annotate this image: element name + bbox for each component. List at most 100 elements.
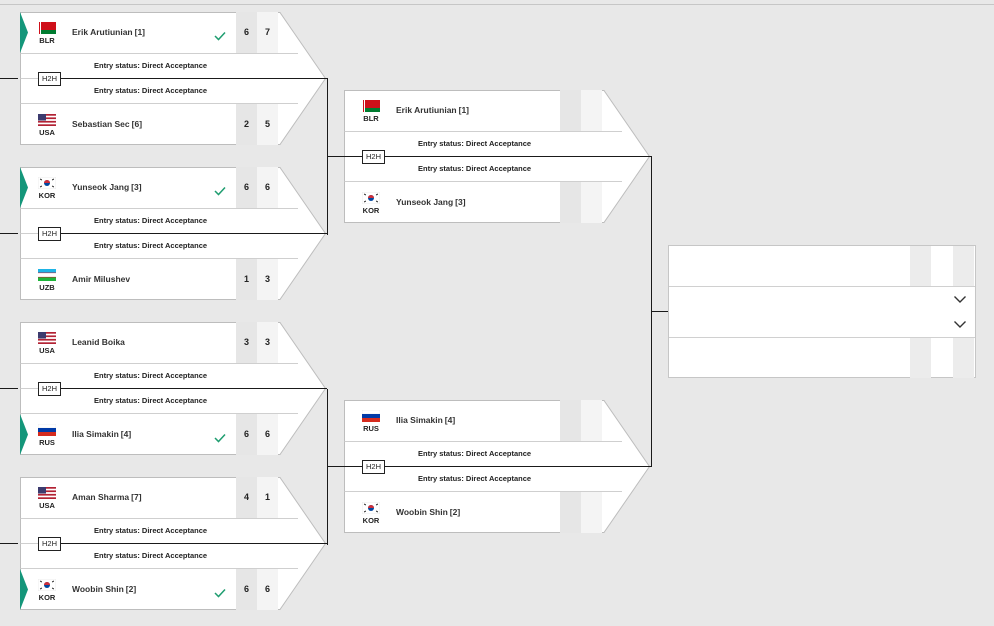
match-out-connector bbox=[61, 543, 327, 544]
player-name-text: Sebastian Sec bbox=[72, 119, 130, 129]
winner-marker bbox=[20, 167, 29, 213]
winner-marker bbox=[20, 569, 29, 615]
entry-status-row[interactable]: Entry status: Direct Acceptance bbox=[20, 519, 304, 543]
player-name[interactable]: Woobin Shin[2] bbox=[396, 507, 460, 517]
final-match-box bbox=[668, 245, 976, 378]
set-score: 1 bbox=[236, 259, 257, 300]
entry-status-row[interactable]: Entry status: Direct Acceptance bbox=[344, 467, 628, 491]
entry-status-text: Entry status: Direct Acceptance bbox=[94, 61, 208, 70]
entry-status-row[interactable]: Entry status: Direct Acceptance bbox=[20, 54, 304, 78]
final-entry-toggle-2[interactable] bbox=[953, 320, 967, 329]
player-name[interactable]: Yunseok Jang[3] bbox=[396, 197, 466, 207]
h2h-connector bbox=[0, 233, 18, 234]
entry-status-text: Entry status: Direct Acceptance bbox=[94, 241, 208, 250]
player-seed: [3] bbox=[131, 182, 142, 192]
chevron-down-icon[interactable] bbox=[264, 242, 278, 251]
player-seed: [1] bbox=[134, 27, 145, 37]
set-score: 6 bbox=[257, 414, 278, 455]
country-code: UZB bbox=[39, 283, 55, 292]
player-name-text: Woobin Shin bbox=[72, 584, 124, 594]
set-score bbox=[560, 400, 581, 441]
chevron-down-icon[interactable] bbox=[264, 62, 278, 71]
player-name[interactable]: Woobin Shin[2] bbox=[72, 584, 136, 594]
country-code: USA bbox=[39, 501, 55, 510]
entry-status-row[interactable]: Entry status: Direct Acceptance bbox=[344, 157, 628, 181]
set-score bbox=[560, 182, 581, 223]
uzb-flag-icon bbox=[38, 269, 56, 281]
h2h-button[interactable]: H2H bbox=[38, 382, 61, 396]
player-name[interactable]: Amir Milushev bbox=[72, 274, 130, 284]
entry-status-row[interactable]: Entry status: Direct Acceptance bbox=[20, 234, 304, 258]
h2h-button[interactable]: H2H bbox=[38, 227, 61, 241]
chevron-down-icon[interactable] bbox=[588, 450, 602, 459]
player-name[interactable]: Ilia Simakin[4] bbox=[72, 429, 131, 439]
chevron-down-icon[interactable] bbox=[264, 372, 278, 381]
chevron-down-icon[interactable] bbox=[264, 217, 278, 226]
player-name[interactable]: Leanid Boika bbox=[72, 337, 125, 347]
player-seed: [1] bbox=[458, 105, 469, 115]
entry-status-row[interactable]: Entry status: Direct Acceptance bbox=[20, 389, 304, 413]
h2h-button[interactable]: H2H bbox=[362, 150, 385, 164]
player-name[interactable]: Sebastian Sec[6] bbox=[72, 119, 142, 129]
match-out-connector bbox=[61, 78, 327, 79]
usa-flag-icon bbox=[38, 332, 56, 344]
chevron-down-icon[interactable] bbox=[264, 397, 278, 406]
set-score: 6 bbox=[236, 414, 257, 455]
kor-flag-icon bbox=[362, 502, 380, 514]
h2h-button[interactable]: H2H bbox=[362, 460, 385, 474]
player-name[interactable]: Aman Sharma[7] bbox=[72, 492, 142, 502]
player-name-text: Amir Milushev bbox=[72, 274, 131, 284]
set-score: 4 bbox=[236, 477, 257, 518]
entry-status-row[interactable]: Entry status: Direct Acceptance bbox=[20, 364, 304, 388]
set-score bbox=[581, 492, 602, 533]
player-name[interactable]: Yunseok Jang[3] bbox=[72, 182, 142, 192]
final-entry-toggle-1[interactable] bbox=[953, 295, 967, 304]
entry-status-row[interactable]: Entry status: Direct Acceptance bbox=[20, 209, 304, 233]
h2h-button[interactable]: H2H bbox=[38, 72, 61, 86]
entry-status-row[interactable]: Entry status: Direct Acceptance bbox=[344, 442, 628, 466]
entry-status-row[interactable]: Entry status: Direct Acceptance bbox=[344, 132, 628, 156]
country-code: USA bbox=[39, 128, 55, 137]
player-name-text: Ilia Simakin bbox=[72, 429, 119, 439]
winner-check-icon bbox=[214, 183, 226, 196]
h2h-connector bbox=[0, 388, 18, 389]
top-divider bbox=[0, 4, 994, 5]
chevron-down-icon[interactable] bbox=[588, 140, 602, 149]
set-score: 3 bbox=[257, 259, 278, 300]
rus-flag-icon bbox=[38, 424, 56, 436]
winner-check-icon bbox=[214, 585, 226, 598]
rus-flag-icon bbox=[362, 410, 380, 422]
chevron-down-icon[interactable] bbox=[264, 552, 278, 561]
chevron-down-icon[interactable] bbox=[588, 475, 602, 484]
chevron-down-icon[interactable] bbox=[588, 165, 602, 174]
player-name[interactable]: Ilia Simakin[4] bbox=[396, 415, 455, 425]
player-name[interactable]: Erik Arutiunian[1] bbox=[396, 105, 469, 115]
player-name[interactable]: Erik Arutiunian[1] bbox=[72, 27, 145, 37]
set-score bbox=[581, 90, 602, 131]
winner-check-icon bbox=[214, 430, 226, 443]
chevron-down-icon[interactable] bbox=[264, 527, 278, 536]
entry-status-row[interactable]: Entry status: Direct Acceptance bbox=[20, 544, 304, 568]
chevron-down-icon[interactable] bbox=[264, 87, 278, 96]
country-code: BLR bbox=[39, 36, 55, 45]
h2h-button[interactable]: H2H bbox=[38, 537, 61, 551]
set-score: 6 bbox=[236, 167, 257, 208]
entry-status-text: Entry status: Direct Acceptance bbox=[418, 139, 532, 148]
country-code: KOR bbox=[38, 593, 56, 602]
usa-flag-icon bbox=[38, 487, 56, 499]
player-name-text: Erik Arutiunian bbox=[72, 27, 133, 37]
entry-status-row[interactable]: Entry status: Direct Acceptance bbox=[20, 79, 304, 103]
